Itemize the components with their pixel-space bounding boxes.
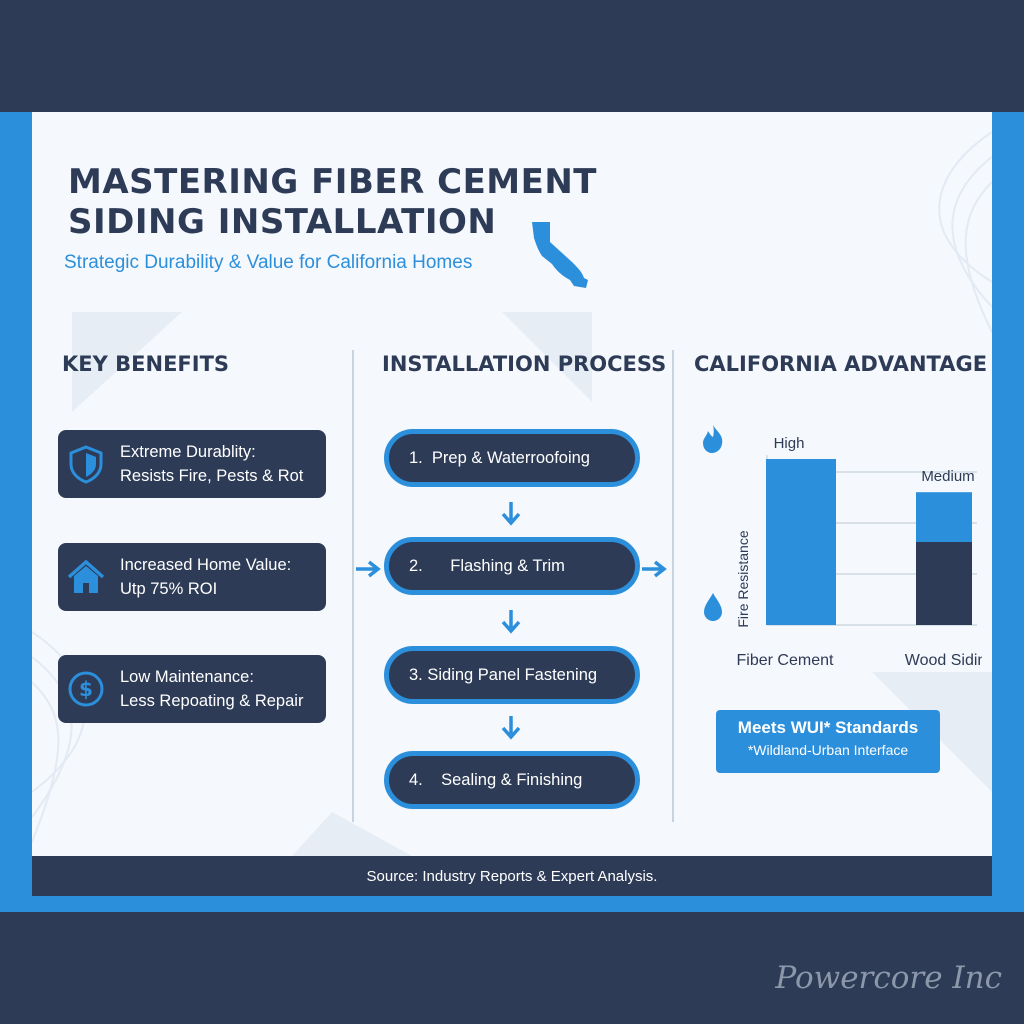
infographic-card: MASTERING FIBER CEMENT SIDING INSTALLATI… [32,112,992,856]
arrow-right-icon [642,560,667,578]
watermark: Powercore Inc [775,960,1002,996]
advantage-heading: CALIFORNIA ADVANTAGE [694,352,988,376]
benefit-home-value: Increased Home Value: Utp 75% ROI [58,543,326,611]
process-heading: INSTALLATION PROCESS [382,352,667,376]
dollar-icon: $ [68,671,104,707]
process-step-2: 2. Flashing & Trim [384,537,640,595]
water-drop-icon [704,593,722,621]
chart-data-label: High [774,435,805,452]
wui-standards-badge: Meets WUI* Standards *Wildland-Urban Int… [716,710,940,773]
chart-category-label: Wood Siding [905,652,982,667]
benefit-home-value-detail: Utp 75% ROI [120,580,218,598]
title-line-2: SIDING INSTALLATION [68,202,497,242]
source-footer: Source: Industry Reports & Expert Analys… [32,856,992,896]
column-divider-left [352,350,354,822]
process-step-4-label: 4. Sealing & Finishing [409,770,583,789]
process-step-3-label: 3. Siding Panel Fastening [409,665,598,684]
title-line-1: MASTERING FIBER CEMENT [68,162,598,202]
chart-bar-fiber-cement [766,459,836,625]
source-text: Source: Industry Reports & Expert Analys… [366,867,658,885]
arrow-down-icon [501,716,521,740]
wui-title: Meets WUI* Standards [737,718,919,737]
arrow-right-icon [356,560,381,578]
chart-bar-wood-siding-base [916,542,972,625]
process-step-2-label: 2. Flashing & Trim [409,556,565,575]
arrow-down-icon [501,502,521,526]
column-divider-right [672,350,674,822]
process-step-1: 1. Prep & Waterroofoing [384,429,640,487]
shield-icon [69,445,103,484]
process-step-3: 3. Siding Panel Fastening [384,646,640,704]
chart-bar-wood-siding-top [916,492,972,542]
benefit-durability-title: Extreme Durablity: [120,443,256,461]
flame-icon [703,425,723,453]
benefit-durability-detail: Resists Fire, Pests & Rot [120,467,304,485]
chart-category-label: Fiber Cement [737,652,834,667]
arrow-down-icon [501,610,521,634]
benefit-maintenance-title: Low Maintenance: [120,668,254,686]
process-step-4: 4. Sealing & Finishing [384,751,640,809]
svg-text:$: $ [79,677,93,701]
benefit-maintenance: $ Low Maintenance: Less Repoating & Repa… [58,655,326,723]
california-map-icon [532,222,588,288]
benefits-heading: KEY BENEFITS [62,352,230,376]
chart-y-axis-label: Fire Resistance [735,530,751,627]
benefit-home-value-title: Increased Home Value: [120,556,292,574]
benefit-durability: Extreme Durablity: Resists Fire, Pests &… [58,430,326,498]
subtitle: Strategic Durability & Value for Califor… [64,252,473,273]
process-step-1-label: 1. Prep & Waterroofoing [409,448,590,467]
house-icon [67,559,105,593]
chart-data-label: Medium [921,468,974,485]
benefit-maintenance-detail: Less Repoating & Repair [120,692,304,710]
wui-note: *Wildland-Urban Interface [747,742,909,758]
